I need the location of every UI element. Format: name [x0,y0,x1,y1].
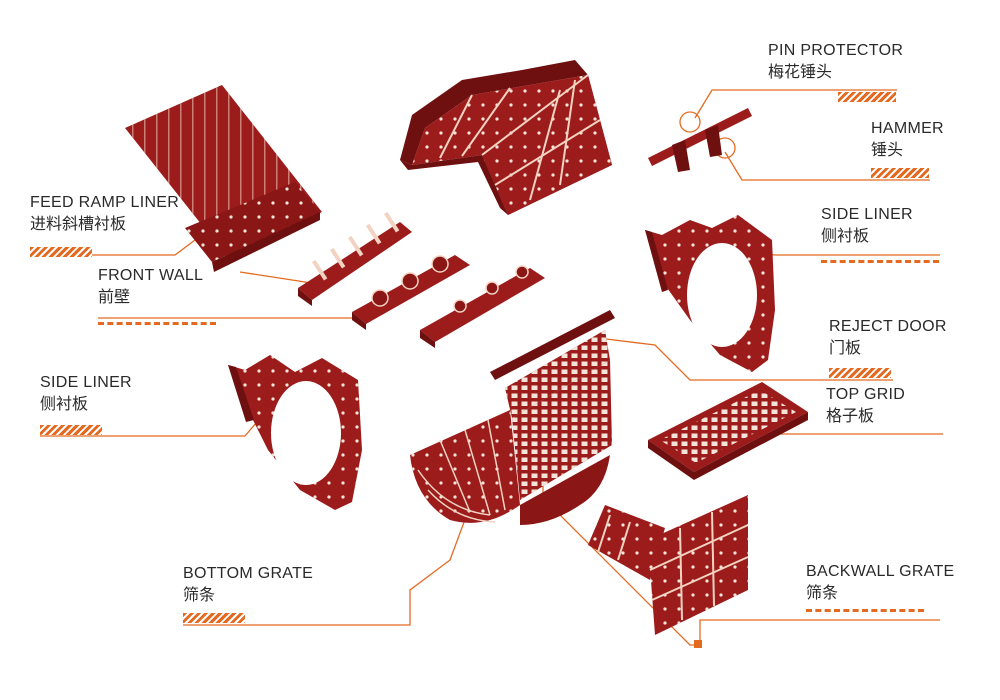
label-en: FEED RAMP LINER [30,194,180,212]
feed-ramp-liner-hatch [30,247,92,257]
backwall-grate-dash [806,609,924,612]
pin-protector-hammer-part [648,108,752,172]
label-cn: 侧衬板 [40,395,132,413]
label-en: FRONT WALL [98,267,203,285]
label-en: TOP GRID [826,386,905,404]
label-bottom-grate: BOTTOM GRATE 筛条 [183,565,313,605]
label-en: BOTTOM GRATE [183,565,313,583]
label-pin-protector: PIN PROTECTOR 梅花锤头 [768,42,903,82]
label-en: PIN PROTECTOR [768,42,903,60]
label-en: BACKWALL GRATE [806,563,955,581]
label-cn: 格子板 [826,407,905,425]
label-front-wall: FRONT WALL 前壁 [98,267,203,307]
label-cn: 前壁 [98,288,203,306]
label-cn: 筛条 [183,586,313,604]
label-cn: 锤头 [871,141,944,159]
label-en: REJECT DOOR [829,318,947,336]
side-liner-left-hatch [40,425,102,435]
label-side-liner-right: SIDE LINER 侧衬板 [821,206,913,246]
side-liner-right-part [645,215,775,372]
label-en: HAMMER [871,120,944,138]
label-en: SIDE LINER [40,374,132,392]
label-feed-ramp-liner: FEED RAMP LINER 进料斜槽衬板 [30,194,180,234]
top-arch-hood-part [400,60,612,215]
label-top-grid: TOP GRID 格子板 [826,386,905,426]
hammer-hatch [871,168,929,178]
label-cn: 进料斜槽衬板 [30,215,180,233]
front-wall-part [298,212,545,348]
label-reject-door: REJECT DOOR 门板 [829,318,947,358]
top-grid-part [648,382,808,480]
reject-door-hatch [829,368,891,378]
bottom-grate-hatch [183,613,245,623]
label-backwall-grate: BACKWALL GRATE 筛条 [806,563,955,603]
pin-protector-hatch [838,92,896,102]
leader-front-wall [98,314,368,318]
label-cn: 侧衬板 [821,227,913,245]
label-en: SIDE LINER [821,206,913,224]
label-hammer: HAMMER 锤头 [871,120,944,160]
label-cn: 梅花锤头 [768,63,903,81]
backwall-grate-part [588,495,748,648]
side-liner-right-dash [821,260,939,263]
front-wall-dash [98,322,216,325]
label-side-liner-left: SIDE LINER 侧衬板 [40,374,132,414]
label-cn: 筛条 [806,584,955,602]
label-cn: 门板 [829,339,947,357]
feed-ramp-liner-part [125,85,322,272]
